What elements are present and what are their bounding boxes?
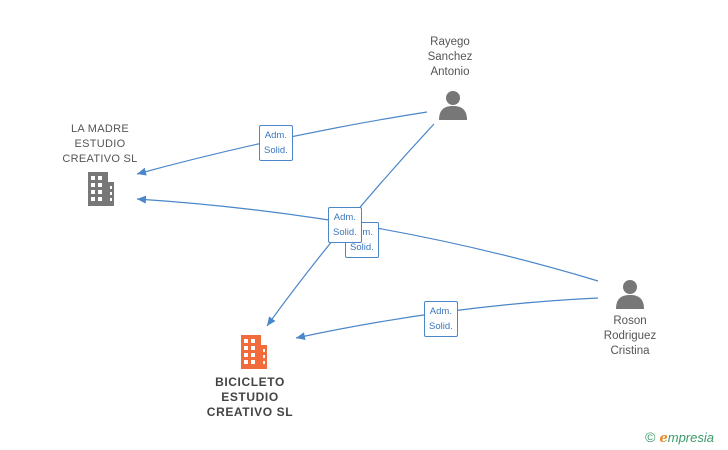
relation-label-rayego-madre[interactable]: Adm. Solid. [259, 125, 293, 161]
brand-logo: ©empresia [645, 429, 714, 446]
person-name-roson[interactable]: Roson Rodriguez Cristina [603, 315, 657, 357]
building-icon[interactable] [237, 335, 269, 369]
person-icon[interactable] [615, 279, 645, 309]
brand-e: e [659, 431, 668, 446]
building-icon[interactable] [84, 172, 116, 206]
copyright-symbol: © [645, 429, 656, 445]
company-name-madre[interactable]: LA MADRE ESTUDIO CREATIVO SL [62, 123, 138, 165]
relation-label-roson-bicicleto[interactable]: Adm. Solid. [424, 301, 458, 337]
relation-label-rayego-bicicleto[interactable]: Adm. Solid. [328, 207, 362, 243]
person-name-rayego[interactable]: Rayego Sanchez Antonio [427, 36, 473, 78]
person-icon[interactable] [438, 90, 468, 120]
brand-text: mpresia [667, 430, 714, 445]
company-name-bicicleto[interactable]: BICICLETO ESTUDIO CREATIVO SL [206, 375, 294, 419]
